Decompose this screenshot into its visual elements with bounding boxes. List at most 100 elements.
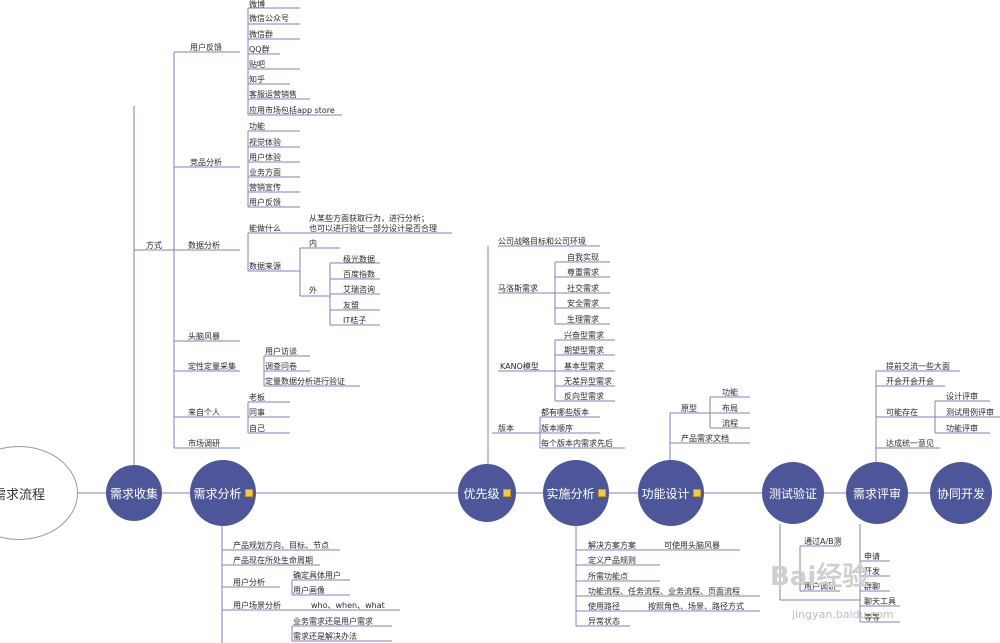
branch-label: 提前交流一些大面	[886, 362, 950, 371]
branch-label: 可能存在	[886, 408, 918, 417]
branch-label: 功能评审	[946, 424, 978, 433]
branch-label: KANO模型	[500, 362, 539, 371]
branch-label: 兴奋型需求	[564, 331, 604, 340]
watermark-url: jingyan.baidu.com	[792, 608, 894, 621]
branch-label: 等等	[864, 613, 880, 622]
node-design-label: 功能设计	[641, 486, 690, 501]
branch-label: 用户访谈	[265, 347, 297, 356]
branch-label: 用户体验	[249, 153, 281, 162]
branch-label: 功能流程、任务流程、业务流程、页面流程	[588, 587, 740, 596]
node-analysis-label: 需求分析	[193, 486, 242, 501]
branch-label: 无差异型需求	[564, 377, 612, 386]
branch-label: 解决方案方案	[588, 541, 636, 550]
branch-label: 产品规划方向、目标、节点	[233, 541, 329, 550]
branch-label: 生理需求	[567, 315, 599, 324]
branch-label: 来自个人	[188, 408, 220, 417]
branch-label: 所需功能点	[588, 572, 628, 581]
branch-label: 可使用头脑风暴	[664, 541, 720, 550]
branch-label: 版本	[498, 424, 514, 433]
node-design[interactable]: 功能设计	[638, 460, 704, 526]
note-icon	[244, 489, 253, 497]
branch-label: 测试用例评审	[946, 408, 994, 417]
branch-label: 视觉体验	[249, 138, 281, 147]
branch-label: 公司战略目标和公司环境	[498, 237, 586, 246]
branch-label: 功能	[249, 122, 265, 131]
branch-label: 马洛斯需求	[498, 284, 538, 293]
branch-label: 业务需求还是用户需求	[293, 617, 373, 626]
branch-label: 尊重需求	[567, 268, 599, 277]
branch-label: who、when、what	[311, 601, 385, 610]
branch-label: 数据分析	[188, 241, 220, 250]
branch-label: 开发	[864, 567, 880, 576]
branch-label: QQ群	[249, 45, 270, 54]
branch-label: 艾瑞咨询	[343, 285, 375, 294]
branch-label: 用户反馈	[190, 43, 222, 52]
branch-label: 设计评审	[946, 392, 978, 401]
branch-label: 用户反馈	[249, 198, 281, 207]
branch-label: 按照角色、场景、路径方式	[648, 602, 744, 611]
branch-label: 知乎	[249, 75, 265, 84]
branch-label: 同事	[249, 408, 265, 417]
branch-label: 也可以进行验证一部分设计是否合理	[309, 224, 437, 233]
branch-label: IT桔子	[343, 316, 367, 325]
branch-label: 市场调研	[188, 439, 220, 448]
branch-label: 基本型需求	[564, 362, 604, 371]
branch-label: 开会开会开会	[886, 377, 934, 386]
branch-label: 能做什么	[249, 224, 281, 233]
node-dev[interactable]: 协同开发	[930, 462, 992, 524]
branch-label: 老板	[249, 393, 265, 402]
branch-label: 产品需求文档	[681, 434, 729, 443]
branch-label: 定量数据分析进行验证	[265, 377, 345, 386]
branch-label: 用户场景分析	[233, 601, 281, 610]
branch-label: 内	[309, 239, 317, 248]
branch-label: 都有哪些版本	[541, 408, 589, 417]
branch-label: 定义产品规则	[588, 556, 636, 565]
branch-label: 定性定量采集	[188, 362, 236, 371]
branch-label: 使用路径	[588, 602, 620, 611]
branch-label: 通过A/B测	[804, 537, 842, 546]
node-collect-label: 需求收集	[109, 486, 158, 501]
branch-label: 营销宣传	[249, 183, 281, 192]
node-collect[interactable]: 需求收集	[106, 465, 162, 521]
node-priority[interactable]: 优先级	[458, 464, 516, 522]
branch-label: 百度指数	[343, 270, 375, 279]
branch-label: 社交需求	[567, 284, 599, 293]
branch-label: 申请	[864, 552, 880, 561]
branch-label: 聊天工具	[864, 597, 896, 606]
branch-label: 达成统一意见	[886, 439, 934, 448]
node-analysis[interactable]: 需求分析	[190, 460, 256, 526]
node-implement-label: 实施分析	[546, 486, 595, 501]
node-implement[interactable]: 实施分析	[543, 460, 609, 526]
branch-label: 从某些方面获取行为，进行分析；	[309, 214, 429, 223]
branch-label: 用户画像	[293, 586, 325, 595]
node-review[interactable]: 需求评审	[846, 462, 908, 524]
branch-label: 微信公众号	[249, 14, 289, 23]
node-priority-label: 优先级	[463, 486, 500, 501]
note-icon	[597, 489, 606, 497]
node-dev-label: 协同开发	[936, 486, 985, 501]
branch-label: 流程	[722, 419, 738, 428]
branch-label: 微博	[249, 0, 265, 9]
branch-label: 功能	[722, 388, 738, 397]
node-review-label: 需求评审	[852, 486, 901, 501]
branch-label: 极光数据	[343, 255, 375, 264]
branch-label: 需求还是解决办法	[293, 632, 357, 641]
node-test[interactable]: 测试验证	[762, 462, 824, 524]
branch-label: 群聊	[864, 582, 880, 591]
branch-label: 贴吧	[249, 60, 265, 69]
branch-label: 应用市场包括app store	[249, 106, 335, 115]
note-icon	[502, 489, 511, 497]
branch-label: 产品现在所处生命周期	[233, 556, 313, 565]
branch-label: 版本顺序	[541, 424, 573, 433]
branch-label: 确定具体用户	[293, 571, 341, 580]
branch-label: 数据来源	[249, 262, 281, 271]
branch-label: 方式	[146, 241, 162, 250]
note-icon	[692, 489, 701, 497]
branch-label: 异常状态	[588, 617, 620, 626]
branch-label: 客服运营销售	[249, 90, 297, 99]
node-test-label: 测试验证	[768, 486, 817, 501]
branch-label: 友盟	[343, 301, 359, 310]
branch-label: 布局	[722, 404, 738, 413]
branch-label: 调查问卷	[265, 362, 297, 371]
